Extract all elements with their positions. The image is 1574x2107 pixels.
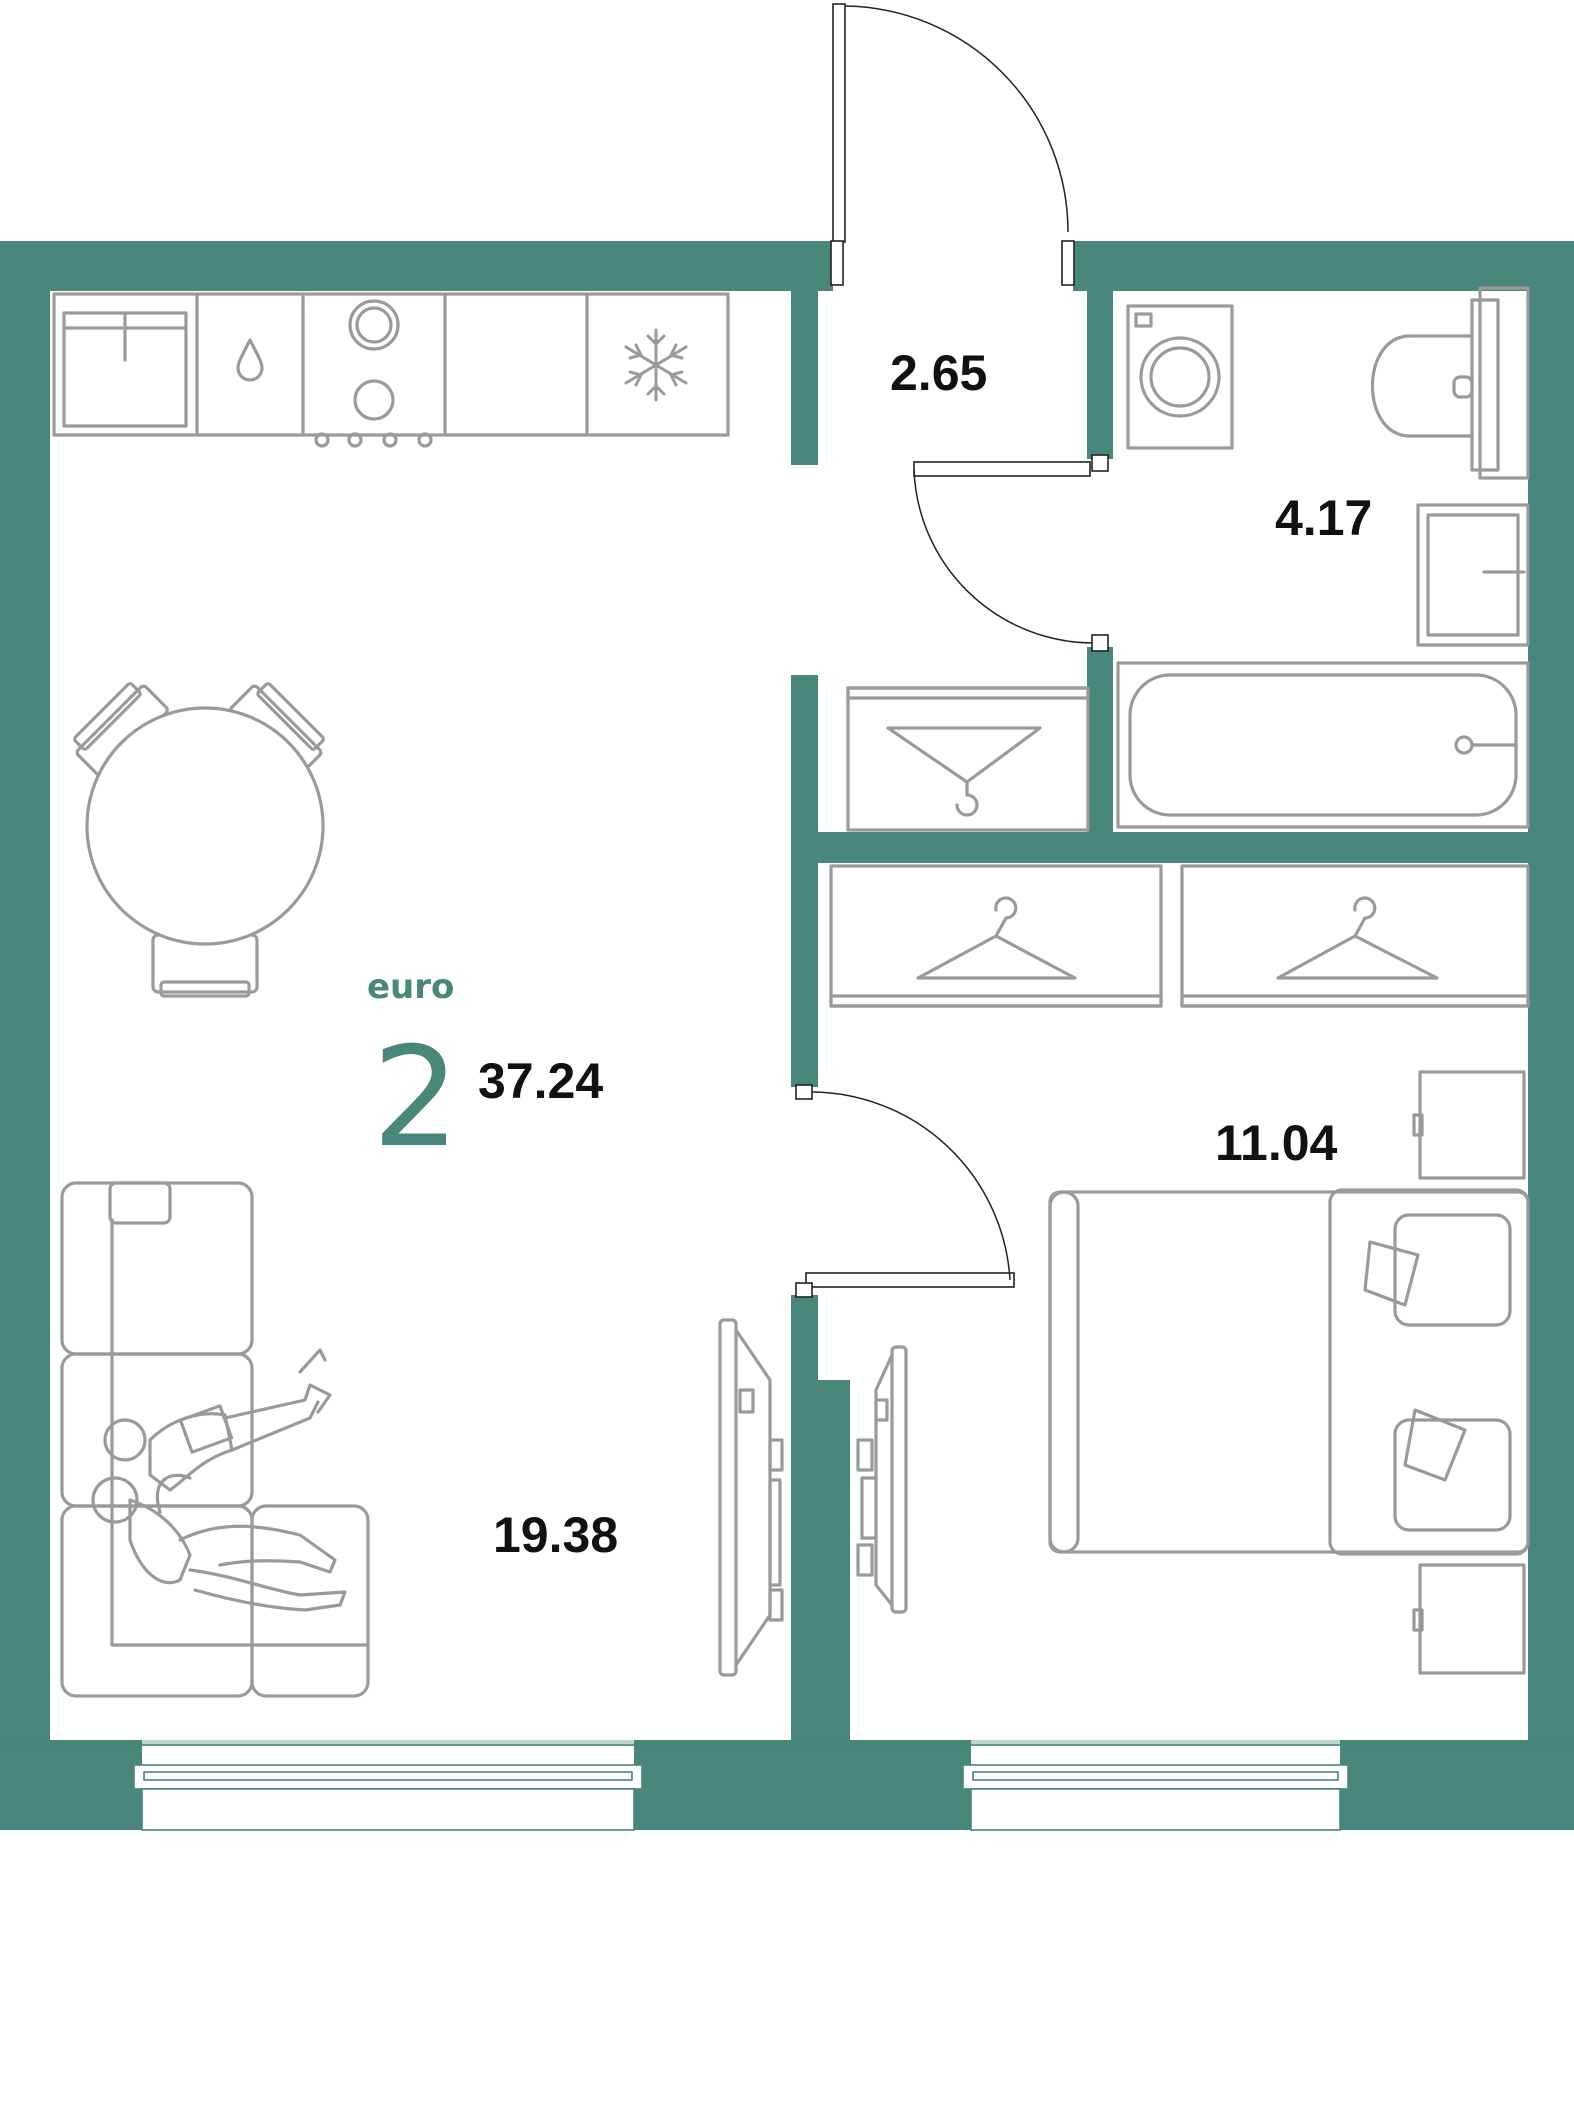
window-right <box>962 1744 1349 1831</box>
bathroom-door <box>913 454 1109 652</box>
bathroom-sink-icon <box>1416 503 1530 647</box>
snowflake-icon <box>624 328 688 402</box>
sink-icon <box>62 311 188 428</box>
total-area: 37.24 <box>478 1053 603 1109</box>
hanger-icon <box>916 896 1077 980</box>
toilet-icon <box>1371 298 1500 472</box>
kitchen-counter <box>52 292 730 448</box>
bath-panel <box>1478 286 1530 480</box>
nightstand-top <box>1412 1070 1526 1180</box>
washing-machine-icon <box>1126 304 1234 450</box>
window-left <box>133 1744 643 1831</box>
sofa-icon <box>60 1181 370 1698</box>
bed-icon <box>1048 1188 1530 1556</box>
room-area-kitchen-living: 19.38 <box>493 1507 618 1563</box>
bedroom-door <box>795 1084 1015 1298</box>
room-area-bedroom: 11.04 <box>1215 1115 1338 1171</box>
room-area-bathroom: 4.17 <box>1275 490 1372 546</box>
bedroom-tv-icon <box>856 1345 908 1614</box>
bathtub-icon <box>1116 661 1530 829</box>
bedroom-wardrobe-right <box>1180 864 1530 1008</box>
dining-table-icon <box>73 682 325 998</box>
cooktop-icon <box>314 299 433 448</box>
hanger-icon <box>886 726 1042 817</box>
apartment-type-label: euro <box>367 967 454 1007</box>
room-area-hallway: 2.65 <box>890 345 987 401</box>
tv-icon <box>718 1318 784 1677</box>
walls <box>0 241 1574 1830</box>
bedroom-wardrobe-left <box>829 864 1163 1008</box>
hanger-icon <box>1276 896 1439 980</box>
people-icon <box>91 1348 347 1612</box>
entrance-door <box>830 3 1075 286</box>
room-count: 2 <box>372 1017 460 1178</box>
hallway-wardrobe <box>846 686 1090 832</box>
water-drop-icon <box>236 338 264 382</box>
nightstand-bottom <box>1412 1563 1526 1675</box>
